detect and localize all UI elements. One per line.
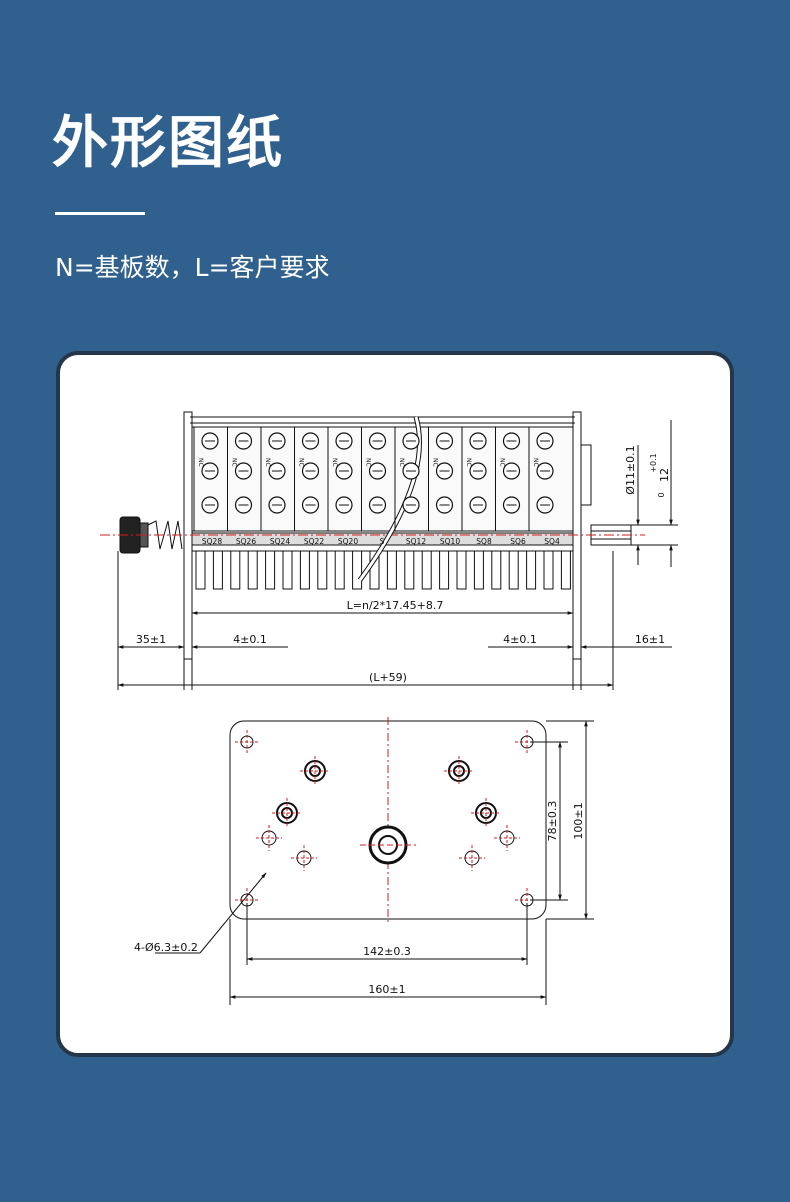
dim-right: 16±1 (635, 633, 665, 646)
cooling-fins (195, 550, 571, 590)
nc-label: NC (465, 458, 472, 467)
terminal-label: SQ20 (338, 537, 358, 546)
fin (317, 550, 328, 590)
length-formula: L=n/2*17.45+8.7 (347, 599, 444, 612)
page-subtitle: N=基板数，L=客户要求 (55, 253, 330, 282)
title-underline (55, 212, 145, 215)
dim-left-inner: 4±0.1 (233, 633, 267, 646)
side-view (100, 411, 645, 660)
shaft-length-tol-lower: 0 (657, 492, 666, 497)
fin (456, 550, 467, 590)
hole-spec: 4-Ø6.3±0.2 (134, 941, 198, 954)
plate-height-inner: 78±0.3 (546, 801, 559, 842)
nc-label: NC (365, 458, 372, 467)
terminal-screws: NC NC NC NC NC NC NC NC NC NC NC (193, 427, 554, 531)
nc-label: NC (298, 458, 305, 467)
nc-label: NC (499, 458, 506, 467)
terminal-label: SQ8 (476, 537, 492, 546)
terminal-labels: SQ28 SQ26 SQ24 SQ22 SQ20 S SQ12 SQ10 SQ8 SQ6 SQ4 (202, 537, 560, 546)
nc-label: NC (398, 458, 405, 467)
shaft-diameter: Ø11±0.1 (624, 445, 637, 494)
fin (334, 550, 345, 590)
terminal-label: SQ24 (270, 537, 290, 546)
nc-label: NC (197, 458, 204, 467)
fin (560, 550, 571, 590)
dim-right-inner: 4±0.1 (503, 633, 537, 646)
fin (491, 550, 502, 590)
terminal-label: SQ12 (406, 537, 426, 546)
dim-total: (L+59) (369, 671, 407, 684)
fin (543, 550, 554, 590)
fin (265, 550, 276, 590)
fin (299, 550, 310, 590)
page-title: 外形图纸 (52, 111, 284, 176)
terminal-label: SQ6 (510, 537, 526, 546)
fin (386, 550, 397, 590)
plate-width-outer: 160±1 (368, 983, 405, 996)
plate-width-inner: 142±0.3 (363, 945, 411, 958)
nc-label: NC (331, 458, 338, 467)
fin (526, 550, 537, 590)
plate-height-outer: 100±1 (572, 802, 585, 839)
shaft-length: 12 (658, 468, 671, 482)
fin (247, 550, 258, 590)
fin (404, 550, 415, 590)
fin (230, 550, 241, 590)
nc-label: NC (231, 458, 238, 467)
terminal-label: SQ28 (202, 537, 222, 546)
terminal-label: S (380, 537, 385, 546)
fin (421, 550, 432, 590)
fin (195, 550, 206, 590)
fin (473, 550, 484, 590)
terminal-label: SQ22 (304, 537, 324, 546)
plate-view (229, 717, 547, 925)
nc-label: NC (532, 458, 539, 467)
fin (439, 550, 450, 590)
nc-label: NC (432, 458, 439, 467)
terminal-label: SQ10 (440, 537, 460, 546)
terminal-label: SQ26 (236, 537, 256, 546)
shaft-length-tol-upper: +0.1 (649, 453, 658, 472)
fin (508, 550, 519, 590)
terminal-label: SQ4 (544, 537, 560, 546)
mounting-holes (235, 730, 539, 912)
fin (282, 550, 293, 590)
dim-left: 35±1 (136, 633, 166, 646)
fin (212, 550, 223, 590)
nc-label: NC (264, 458, 271, 467)
fin (352, 550, 363, 590)
